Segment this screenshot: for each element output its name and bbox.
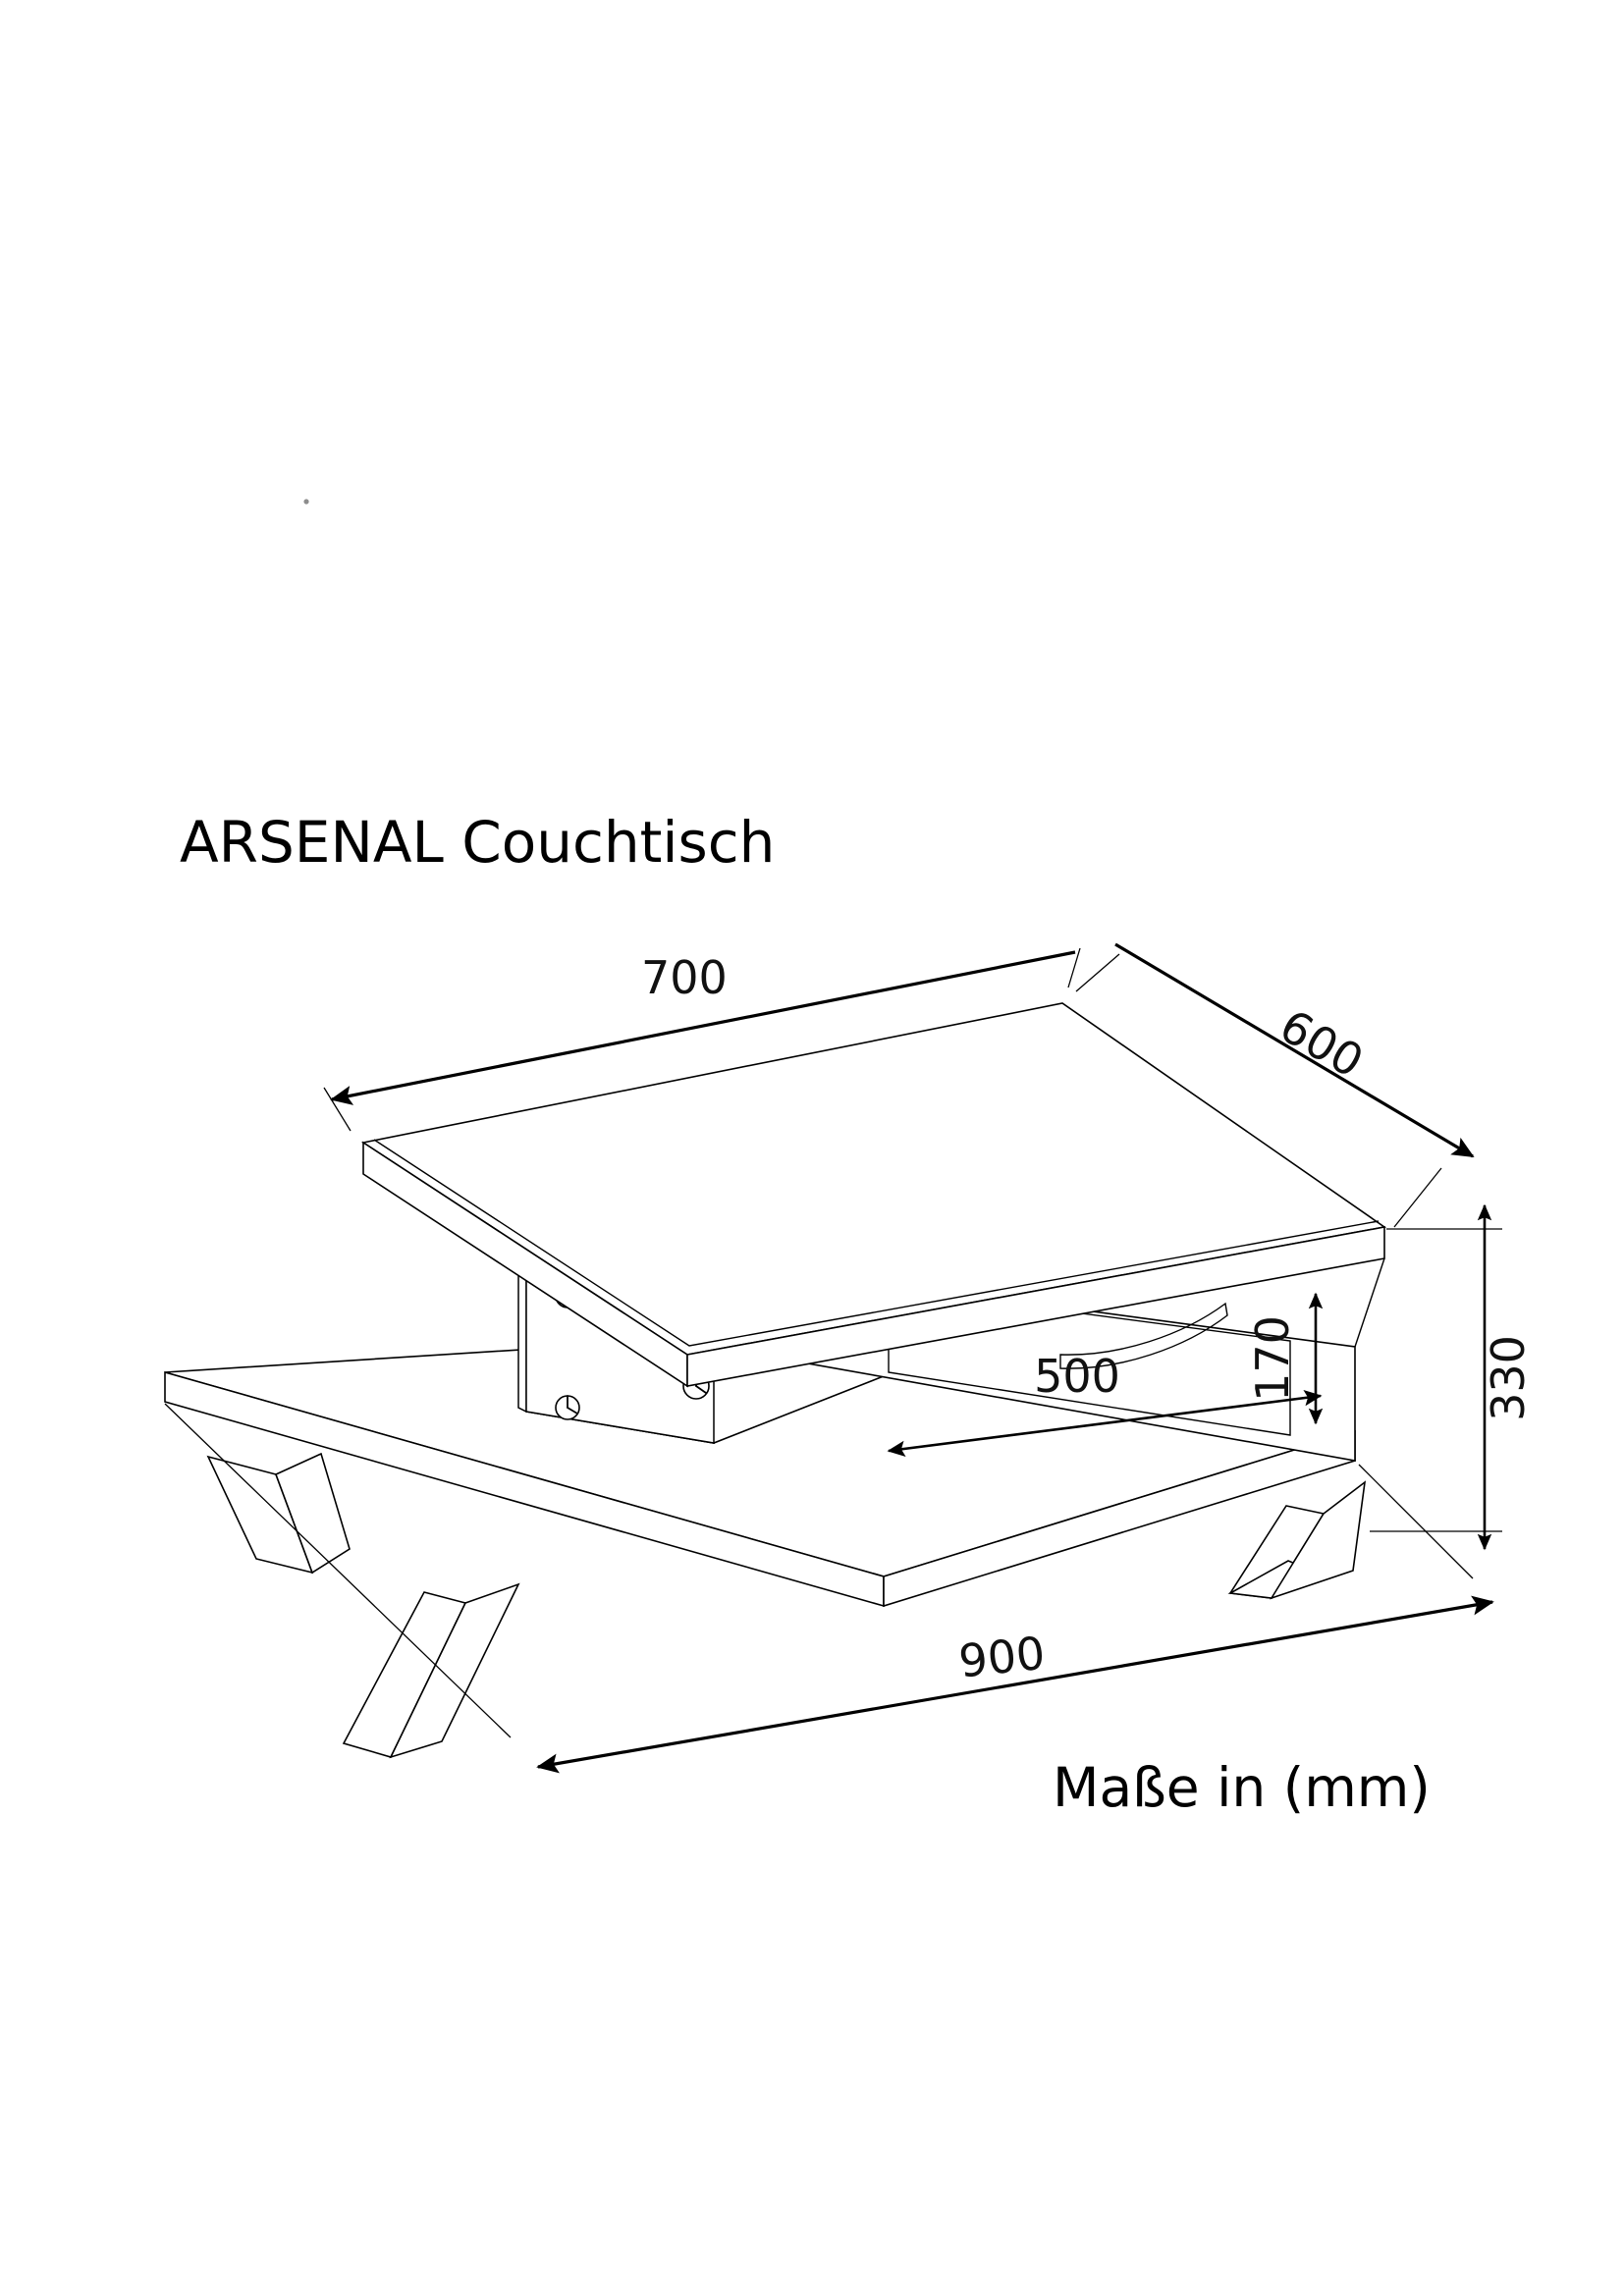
cabinet-top-right-joint [1354, 1257, 1385, 1348]
leg-back-right-side [1270, 1480, 1367, 1600]
dimension-600-line [1114, 942, 1475, 1158]
leg-front-right-side [389, 1582, 520, 1759]
dimension-700: 700 [323, 947, 1081, 1132]
dimension-330-label: 330 [1482, 1335, 1535, 1421]
dimension-500-line [887, 1389, 1323, 1458]
dimension-900-line [536, 1595, 1494, 1774]
dimension-330: 330 [1370, 1203, 1535, 1551]
cam-lock-fitting-lower [555, 1395, 580, 1420]
dimension-900-label: 900 [956, 1627, 1048, 1688]
dimension-170-label: 170 [1246, 1315, 1299, 1402]
dimension-900: 900 [164, 1403, 1494, 1774]
dimension-700-label: 700 [641, 951, 728, 1004]
scan-speck [303, 499, 309, 505]
leg-front-left-side [274, 1452, 351, 1575]
unit-note: Maße in (mm) [1053, 1756, 1431, 1819]
dimension-500-label: 500 [1034, 1350, 1120, 1403]
dimension-700-line [330, 950, 1076, 1105]
dimension-170: 170 [1246, 1292, 1324, 1425]
drawer-handle [1059, 1302, 1228, 1369]
table-top-edge-highlight [373, 1139, 1380, 1347]
dimension-500: 500 [887, 1350, 1323, 1458]
page-title: ARSENAL Couchtisch [180, 809, 775, 876]
